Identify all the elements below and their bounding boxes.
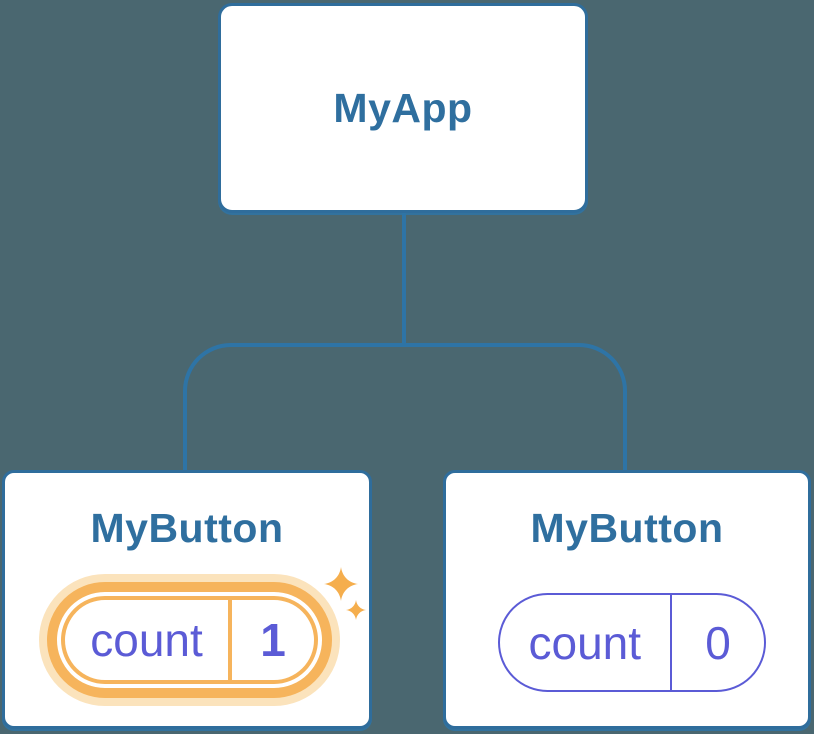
node-mybutton-updated-label: MyButton (90, 505, 284, 551)
state-pill-highlighted: count 1 (47, 582, 332, 698)
state-divider (669, 595, 672, 690)
state-value-cell: 0 (672, 595, 764, 690)
state-value: 1 (260, 614, 286, 666)
state-pill: count 0 (498, 593, 766, 692)
state-value-cell: 1 (232, 600, 314, 680)
connector-branches (183, 343, 627, 470)
state-pill-inner: count 1 (61, 596, 318, 684)
state-value: 0 (705, 616, 731, 669)
state-divider (228, 600, 232, 680)
node-myapp-label: MyApp (333, 84, 473, 131)
connector-stem (402, 213, 406, 347)
state-key-label: count (90, 614, 203, 666)
node-mybutton-plain-label: MyButton (530, 505, 724, 551)
node-mybutton-plain: MyButton count 0 (443, 470, 811, 729)
sparkle-icon (346, 600, 366, 620)
node-mybutton-updated: MyButton count 1 (2, 470, 372, 729)
state-key-cell: count (65, 600, 228, 680)
state-key-label: count (528, 616, 642, 669)
node-myapp: MyApp (218, 3, 588, 213)
state-key-cell: count (500, 595, 670, 690)
sparkle-icon (324, 567, 358, 601)
